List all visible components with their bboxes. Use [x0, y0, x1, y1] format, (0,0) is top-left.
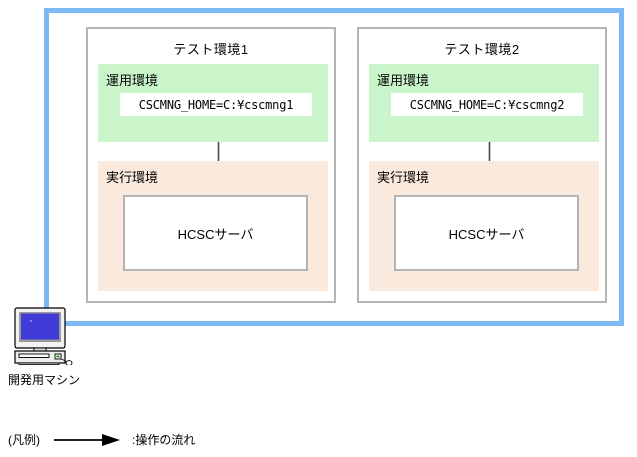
operation-environment-band-1: 運用環境 CSCMNG_HOME=C:¥cscmng1	[98, 64, 328, 142]
test-environment-panel-1: テスト環境1 運用環境 CSCMNG_HOME=C:¥cscmng1 実行環境 …	[86, 27, 336, 303]
hcsc-server-box-1: HCSCサーバ	[123, 195, 308, 271]
legend-description: :操作の流れ	[132, 433, 196, 447]
legend-label: (凡例)	[8, 433, 40, 447]
test-environment-group-frame	[44, 8, 624, 326]
test-environment-title-2: テスト環境2	[444, 42, 520, 57]
legend: (凡例) :操作の流れ	[8, 431, 195, 448]
dev-machine-label: 開発用マシン	[8, 373, 81, 387]
execution-environment-label-2: 実行環境	[377, 170, 430, 185]
desktop-computer-icon	[14, 307, 73, 365]
env-var-box-2: CSCMNG_HOME=C:¥cscmng2	[391, 93, 583, 116]
env-var-box-1: CSCMNG_HOME=C:¥cscmng1	[120, 93, 312, 116]
execution-environment-band-2: 実行環境 HCSCサーバ	[369, 161, 599, 291]
operation-environment-label-1: 運用環境	[106, 73, 159, 88]
test-environment-title-1: テスト環境1	[173, 42, 249, 57]
execution-environment-band-1: 実行環境 HCSCサーバ	[98, 161, 328, 291]
operation-environment-band-2: 運用環境 CSCMNG_HOME=C:¥cscmng2	[369, 64, 599, 142]
test-environment-panel-2: テスト環境2 運用環境 CSCMNG_HOME=C:¥cscmng2 実行環境 …	[357, 27, 607, 303]
right-arrow-icon	[54, 433, 120, 446]
execution-environment-label-1: 実行環境	[106, 170, 159, 185]
hcsc-server-box-2: HCSCサーバ	[394, 195, 579, 271]
operation-environment-label-2: 運用環境	[377, 73, 430, 88]
